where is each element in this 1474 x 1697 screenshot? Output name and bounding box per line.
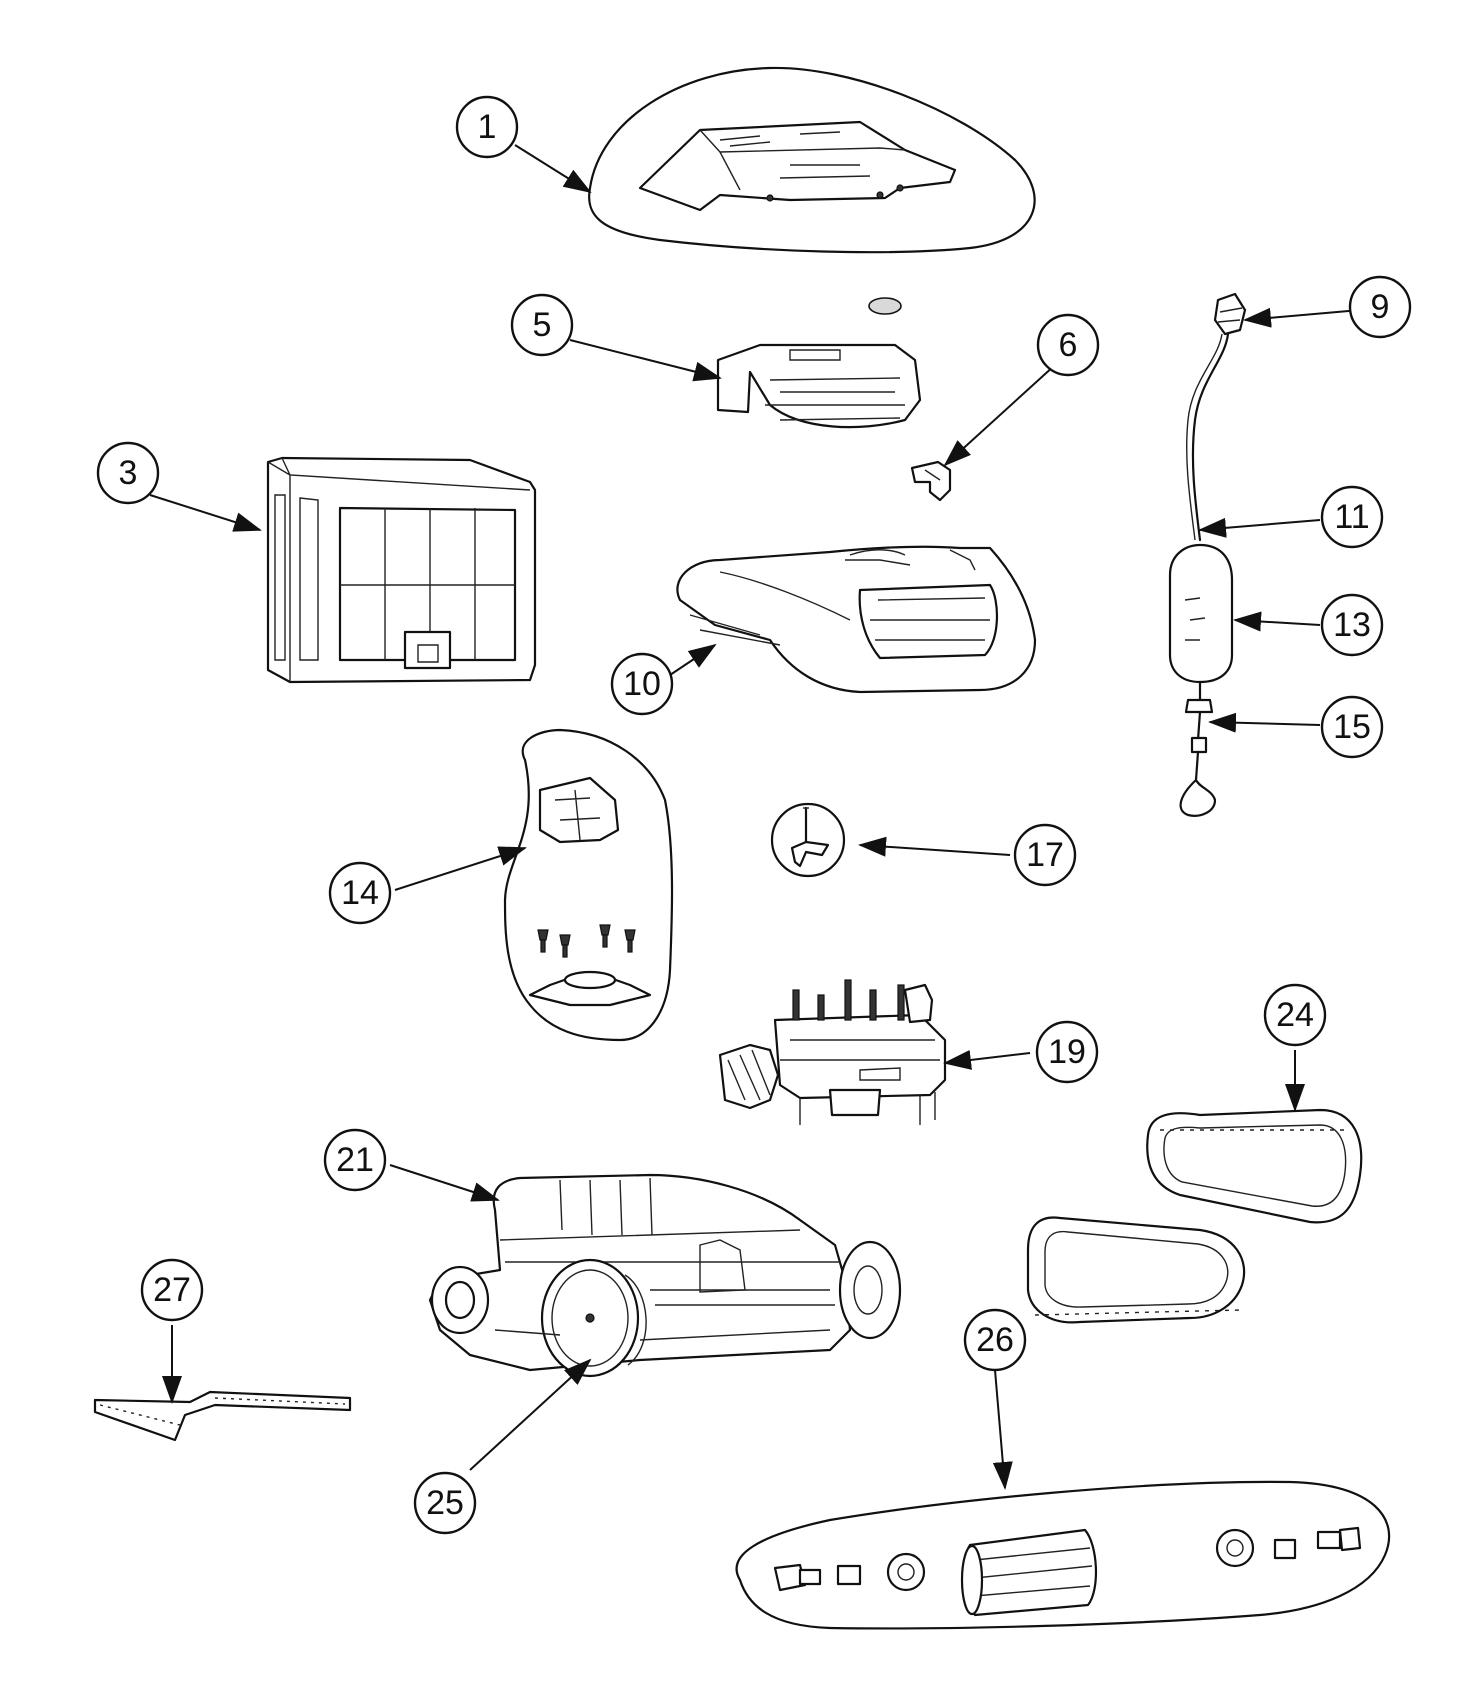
callout-13: 13	[1320, 593, 1384, 657]
callout-21: 21	[323, 1128, 387, 1192]
part-5-inner-cover	[716, 297, 922, 429]
callout-27: 27	[140, 1258, 204, 1322]
part-9-15-cable-assembly	[1168, 292, 1247, 817]
part-17-screw-clip	[770, 802, 846, 878]
callout-9: 9	[1348, 275, 1412, 339]
part-19-motor-unit	[718, 979, 947, 1125]
part-24-tracks	[1026, 1108, 1363, 1324]
callout-15: 15	[1320, 695, 1384, 759]
callout-14: 14	[328, 861, 392, 925]
callout-label: 3	[119, 454, 138, 492]
callout-label: 10	[623, 665, 661, 703]
callout-label: 13	[1333, 606, 1371, 644]
leader-lines	[149, 144, 1361, 1490]
part-27-brush-strip	[93, 1390, 352, 1442]
callout-1: 1	[455, 95, 519, 159]
callout-3: 3	[96, 441, 160, 505]
part-6-clip	[910, 460, 952, 502]
callout-label: 21	[336, 1141, 374, 1179]
callout-17: 17	[1013, 823, 1077, 887]
part-25-wheel	[540, 1258, 647, 1378]
callout-label: 19	[1048, 1033, 1086, 1071]
callout-19: 19	[1035, 1020, 1099, 1084]
callout-label: 14	[341, 874, 379, 912]
callout-label: 5	[533, 306, 552, 344]
callout-label: 6	[1059, 326, 1078, 364]
callout-6: 6	[1036, 313, 1100, 377]
part-3-filter-basket	[266, 456, 537, 684]
callout-25: 25	[413, 1471, 477, 1535]
callout-label: 17	[1026, 836, 1064, 874]
part-14-motor-cover-kit	[503, 728, 674, 1042]
callout-label: 27	[153, 1271, 191, 1309]
callout-label: 25	[426, 1484, 464, 1522]
part-21-chassis	[428, 1173, 902, 1378]
callout-26: 26	[963, 1308, 1027, 1372]
callout-5: 5	[510, 293, 574, 357]
callout-label: 15	[1333, 708, 1371, 746]
callout-label: 1	[478, 108, 497, 146]
callout-11: 11	[1320, 485, 1384, 549]
callout-24: 24	[1263, 983, 1327, 1047]
part-26-brush-roller-kit	[735, 1480, 1391, 1630]
callout-label: 9	[1371, 288, 1390, 326]
part-10-body-top	[676, 545, 1037, 694]
callout-label: 11	[1334, 498, 1369, 536]
callout-10: 10	[610, 652, 674, 716]
callout-label: 26	[976, 1321, 1014, 1359]
part-1-top-cover	[588, 66, 1036, 254]
callout-label: 24	[1276, 996, 1314, 1034]
